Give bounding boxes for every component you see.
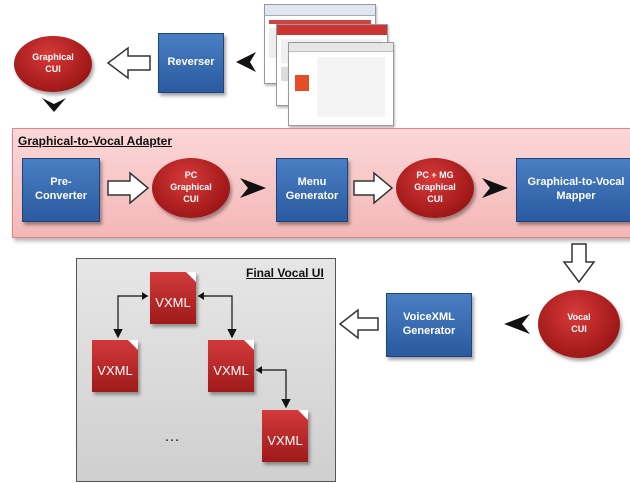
arrowhead-left [142,292,148,300]
arrowhead-right [198,292,204,300]
vxml-document-middle: VXML [208,340,254,392]
menu-generator-box: Menu Generator [276,158,348,222]
hollow-arrow-down-icon [562,243,596,284]
tree-connector-right [198,295,237,339]
voicexml-generator-box: VoiceXML Generator [386,293,472,357]
hollow-arrow-left-icon [338,308,379,340]
ellipsis-text: … [164,428,180,445]
hollow-arrow-left-icon [106,46,151,80]
tree-connector-left [113,295,148,339]
vxml-document-root: VXML [150,272,196,324]
web-pages-illustration [262,4,394,126]
vocal-cui-node: Vocal CUI [538,290,620,358]
vxml-label: VXML [213,362,249,378]
vxml-label: VXML [155,294,191,310]
reverser-box: Reverser [158,33,224,93]
arrowhead-bottom [256,366,262,374]
chevron-right-icon [482,178,508,198]
graphical-cui-node: Graphical CUI [14,36,92,92]
pc-graphical-cui-node: PC Graphical CUI [152,158,230,218]
vxml-document-bottom: VXML [262,410,308,462]
vxml-label: VXML [267,432,303,448]
final-vocal-ui-title: Final Vocal UI [246,266,324,280]
graphical-to-vocal-mapper-box: Graphical-to-Vocal Mapper [516,158,630,222]
chevron-right-icon [240,178,266,198]
pre-converter-box: Pre- Converter [22,158,100,222]
vxml-label: VXML [97,362,133,378]
hollow-arrow-right-icon [353,171,394,205]
hollow-arrow-right-icon [107,171,150,205]
tree-connector-bottom [256,369,291,409]
chevron-down-icon [42,98,66,112]
chevron-left-icon [236,52,256,72]
vxml-document-left: VXML [92,340,138,392]
adapter-title: Graphical-to-Vocal Adapter [18,134,173,148]
pc-mg-graphical-cui-node: PC + MG Graphical CUI [396,158,474,218]
web-page-screenshot-3 [288,42,394,126]
chevron-left-icon [504,314,530,334]
